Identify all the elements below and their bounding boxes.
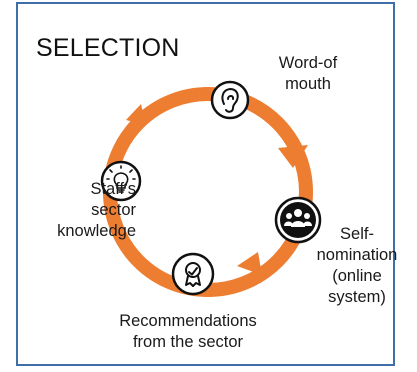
cycle-arrowhead-right [278, 145, 308, 168]
node-circle [210, 80, 250, 120]
award-badge-icon [185, 262, 201, 287]
ear-icon [221, 87, 239, 113]
node-circle-fill [280, 202, 316, 238]
lightbulb-icon [106, 165, 136, 193]
cycle-arrowhead-left [126, 104, 146, 125]
diagram-frame [16, 2, 395, 366]
node-label-word-of-mouth: Word-of mouth [278, 54, 338, 93]
group-people-icon [284, 209, 312, 227]
node-word-of-mouth [210, 80, 250, 120]
node-staff-knowledge [100, 160, 142, 202]
cycle-arrowhead-bottom [237, 252, 262, 275]
node-label-staff-knowledge: Staff’s sector knowledge [57, 180, 136, 240]
node-self-nomination [274, 196, 322, 244]
node-label-recommendations: Recommendations from the sector [119, 312, 257, 351]
node-recommendations [171, 252, 215, 296]
diagram-title: SELECTION [36, 34, 180, 62]
node-label-self-nomination: Self- nomination (online system) [316, 225, 398, 306]
